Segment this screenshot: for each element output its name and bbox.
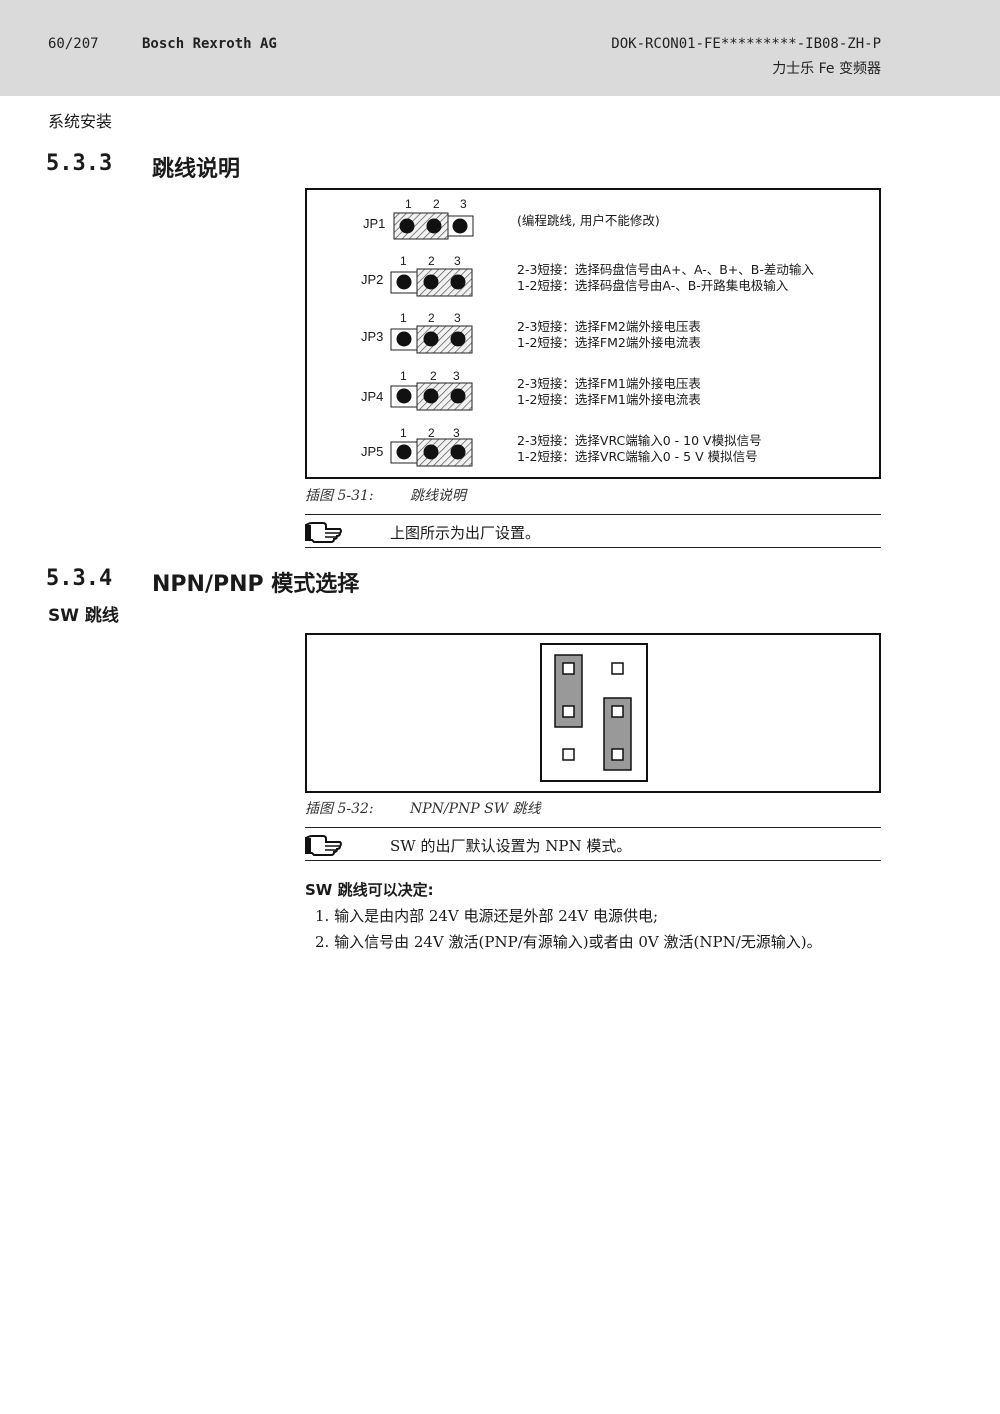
figure-caption-number: 插图 5-31: [305,488,374,504]
list-item: 2. 输入信号由 24V 激活(PNP/有源输入)或者由 0V 激活(NPN/无… [315,933,822,951]
section-534-number: 5.3.4 [46,566,113,591]
jumper-description: 2-3短接：选择VRC端输入0 - 10 V模拟信号 [517,433,762,448]
jumper-label: JP2 [361,272,384,287]
sw-heading: SW 跳线 [48,606,119,626]
jumper-label: JP3 [361,329,384,344]
jumper-description: (编程跳线, 用户不能修改) [517,213,660,228]
note-text: SW 的出厂默认设置为 NPN 模式。 [390,837,632,855]
jumper-description: 1-2短接：选择VRC端输入0 - 5 V 模拟信号 [517,449,758,464]
jumper-pins-graphic [390,438,473,467]
pin-number: 3 [460,197,467,211]
jumper-label: JP1 [363,216,386,231]
pointing-hand-icon [305,522,342,543]
pin-number: 3 [454,311,461,325]
note-divider [305,827,881,828]
pin-number: 2 [433,197,440,211]
pin-number: 1 [400,254,407,268]
note-divider [305,547,881,548]
jumper-figure: 1 2 3 JP1 (编程跳线, 用户不能修改) 1 2 3 JP2 2-3短接… [305,188,881,479]
jumper-pins-graphic [390,268,473,297]
note-divider [305,860,881,861]
jumper-description: 1-2短接：选择码盘信号由A-、B-开路集电极输入 [517,278,789,293]
jumper-label: JP4 [361,389,384,404]
jumper-pins-graphic [390,382,473,411]
figure-caption-text: 跳线说明 [410,488,466,504]
note-text: 上图所示为出厂设置。 [390,524,541,542]
pointing-hand-icon [305,835,342,856]
pin-number: 2 [428,426,435,440]
pin-number: 2 [430,369,437,383]
list-item: 1. 输入是由内部 24V 电源还是外部 24V 电源供电; [315,907,659,925]
jumper-description: 1-2短接：选择FM2端外接电流表 [517,335,701,350]
figure-caption-text: NPN/PNP SW 跳线 [410,801,541,817]
sw-jumper-graphic [540,643,648,782]
company-name: Bosch Rexroth AG [142,36,277,52]
pin-number: 1 [400,426,407,440]
pin-number: 3 [454,254,461,268]
pin-number: 1 [405,197,412,211]
note-divider [305,514,881,515]
jumper-pins-graphic [393,212,474,240]
jumper-description: 1-2短接：选择FM1端外接电流表 [517,392,701,407]
jumper-description: 2-3短接：选择FM1端外接电压表 [517,376,701,391]
document-code: DOK-RCON01-FE*********-IB08-ZH-P [611,36,881,52]
jumper-description: 2-3短接：选择FM2端外接电压表 [517,319,701,334]
pin-number: 2 [428,311,435,325]
section-533-title: 跳线说明 [152,157,241,182]
section-534-title: NPN/PNP 模式选择 [152,572,360,597]
pin-number: 3 [453,426,460,440]
list-heading: SW 跳线可以决定: [305,881,434,899]
pin-number: 1 [400,311,407,325]
page-number: 60/207 [48,36,99,52]
jumper-description: 2-3短接：选择码盘信号由A+、A-、B+、B-差动输入 [517,262,814,277]
pin-number: 1 [400,369,407,383]
figure-caption-number: 插图 5-32: [305,801,374,817]
jumper-label: JP5 [361,444,384,459]
chapter-title: 系统安装 [48,112,113,131]
product-name: 力士乐 Fe 变频器 [772,61,881,77]
sw-jumper-figure [305,633,881,793]
jumper-pins-graphic [390,325,473,354]
page-header: 60/207 Bosch Rexroth AG DOK-RCON01-FE***… [0,0,1000,96]
pin-number: 3 [453,369,460,383]
pin-number: 2 [428,254,435,268]
section-533-number: 5.3.3 [46,151,113,176]
